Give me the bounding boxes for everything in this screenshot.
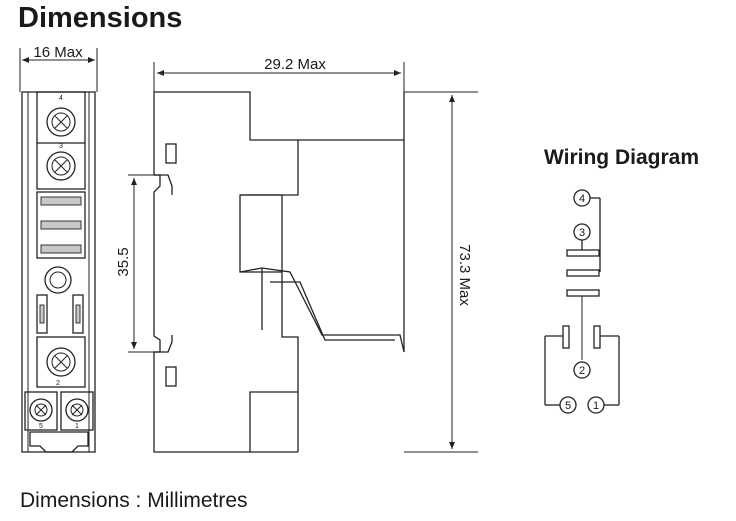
units-note: Dimensions : Millimetres	[20, 489, 248, 512]
front-terminal-1: 1	[75, 423, 79, 430]
front-terminal-5: 5	[39, 423, 43, 430]
front-terminal-2: 2	[56, 380, 60, 387]
front-view: 4 3 2 5 1	[21, 91, 96, 453]
wiring-terminal-3-label: 3	[579, 227, 585, 239]
depth-label: 29.2 Max	[264, 56, 326, 73]
wiring-terminal-4-label: 4	[579, 193, 585, 205]
side-view	[153, 91, 405, 453]
wiring-terminal-1-label: 1	[593, 400, 599, 412]
wiring-terminal-5	[559, 396, 577, 414]
width-label: 16 Max	[33, 44, 83, 61]
rail-dimension: 35.5	[115, 174, 170, 353]
depth-dimension: 29.2 Max	[153, 56, 405, 92]
front-terminal-4: 4	[59, 95, 63, 102]
wiring-terminal-2-label: 2	[579, 365, 585, 377]
wiring-terminal-2	[573, 361, 591, 379]
wiring-terminal-1	[587, 396, 605, 414]
width-dimension: 16 Max	[19, 44, 98, 92]
wiring-diagram-title: Wiring Diagram	[544, 146, 699, 169]
height-dimension: 73.3 Max	[404, 91, 478, 453]
wiring-terminal-5-label: 5	[565, 400, 571, 412]
front-terminal-3: 3	[59, 143, 63, 150]
rail-label: 35.5	[115, 247, 132, 276]
height-label: 73.3 Max	[456, 244, 473, 306]
page-title: Dimensions	[18, 2, 183, 34]
wiring-diagram: 4 3 2 5 1	[544, 189, 620, 414]
